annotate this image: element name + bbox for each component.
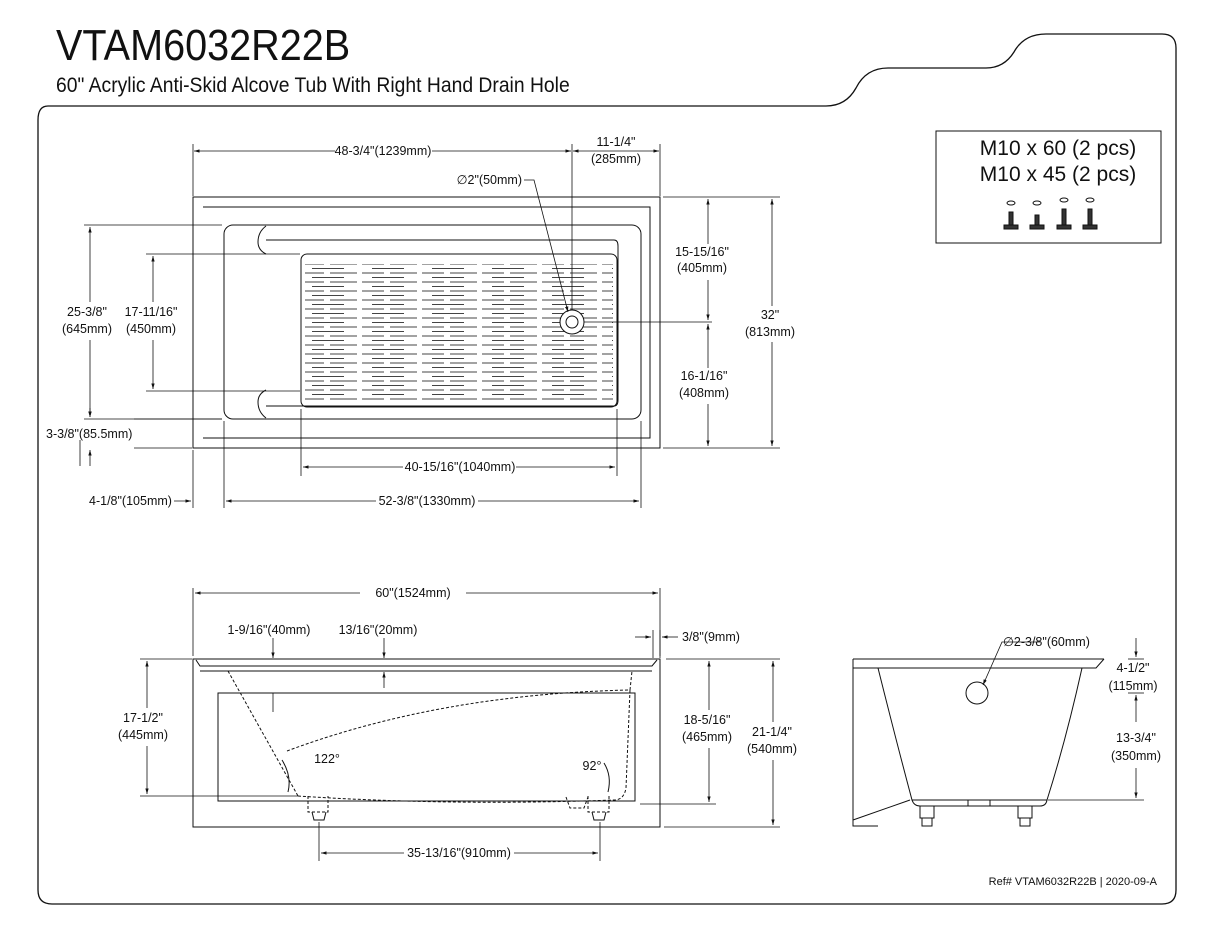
dim-rim-1: 1-9/16"(40mm) xyxy=(228,623,311,637)
dim-right-b: (285mm) xyxy=(591,152,641,166)
dim-right-a: 11-1/4" xyxy=(597,135,636,149)
dim-inner-b: (450mm) xyxy=(126,322,176,336)
dim-width-main: 48-3/4"(1239mm) xyxy=(335,144,432,158)
page-frame xyxy=(37,33,1177,905)
dim-interior: 52-3/8"(1330mm) xyxy=(379,494,476,508)
dim-outer-a: 25-3/8" xyxy=(67,305,107,319)
bolt-icons xyxy=(1003,197,1098,230)
side-view-dimensions xyxy=(982,638,1144,801)
hardware-line-2: M10 x 45 (2 pcs) xyxy=(980,163,1136,186)
dim-total-b: (813mm) xyxy=(745,325,795,339)
dim-mid-height-a: 18-5/16" xyxy=(684,713,731,727)
dim-inner-a: 17-11/16" xyxy=(125,305,178,319)
dim-total-height-b: (540mm) xyxy=(747,742,797,756)
page-title: VTAM6032R22B xyxy=(56,21,351,70)
dim-drain: ∅2"(50mm) xyxy=(457,173,522,187)
dim-side-top-a: 4-1/2" xyxy=(1117,661,1150,675)
dim-feet-span: 35-13/16"(910mm) xyxy=(407,846,511,860)
dim-lower-b: (408mm) xyxy=(679,386,729,400)
dim-upper-a: 15-15/16" xyxy=(675,245,729,259)
dim-floor: 40-15/16"(1040mm) xyxy=(405,460,516,474)
dim-total-a: 32" xyxy=(761,308,779,322)
dim-mid-height-b: (465mm) xyxy=(682,730,732,744)
side-view-labels: ∅2-3/8"(60mm) 4-1/2" (115mm) 13-3/4" (35… xyxy=(1003,635,1161,763)
dim-side-bot-a: 13-3/4" xyxy=(1116,731,1156,745)
dim-total-height-a: 21-1/4" xyxy=(752,725,792,739)
top-view-dimensions xyxy=(79,144,780,508)
angle-head: 122° xyxy=(314,752,340,766)
dim-rim-2: 13/16"(20mm) xyxy=(339,623,418,637)
hardware-box xyxy=(935,130,1162,244)
dim-left: 4-1/8"(105mm) xyxy=(89,494,172,508)
reference-number: Ref# VTAM6032R22B | 2020-09-A xyxy=(989,876,1158,888)
hardware-line-1: M10 x 60 (2 pcs) xyxy=(980,137,1136,160)
dim-left-height-b: (445mm) xyxy=(118,728,168,742)
dim-side-top-b: (115mm) xyxy=(1108,679,1157,693)
dim-outer-b: (645mm) xyxy=(62,322,112,336)
angle-foot: 92° xyxy=(583,759,602,773)
top-view-labels: 48-3/4"(1239mm) 11-1/4" (285mm) ∅2"(50mm… xyxy=(46,135,795,508)
front-view-dimensions xyxy=(140,588,780,861)
side-view xyxy=(852,658,1105,827)
front-view-labels: 60"(1524mm) 1-9/16"(40mm) 13/16"(20mm) 3… xyxy=(118,586,797,860)
dim-side-bot-b: (350mm) xyxy=(1111,749,1161,763)
dim-left-height-a: 17-1/2" xyxy=(123,711,163,725)
dim-rim-3: 3/8"(9mm) xyxy=(682,630,740,644)
dim-lower-a: 16-1/16" xyxy=(681,369,728,383)
dim-overflow: ∅2-3/8"(60mm) xyxy=(1003,635,1090,649)
top-view xyxy=(192,196,661,449)
dim-total-length: 60"(1524mm) xyxy=(375,586,450,600)
page-subtitle: 60" Acrylic Anti-Skid Alcove Tub With Ri… xyxy=(56,74,570,97)
dim-flange: 3-3/8"(85.5mm) xyxy=(46,427,132,441)
front-view xyxy=(192,658,661,828)
dim-upper-b: (405mm) xyxy=(677,261,727,275)
